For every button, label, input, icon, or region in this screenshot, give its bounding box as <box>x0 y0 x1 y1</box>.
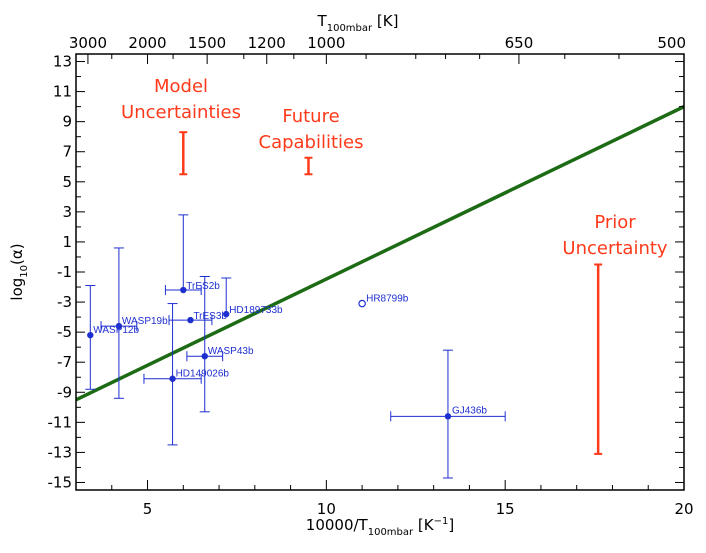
top-axis-title-unit: [K] <box>372 12 398 30</box>
data-label-hd189733b: HD189733b <box>229 305 283 316</box>
data-point-hr8799b <box>358 299 366 308</box>
data-point-hd189733b <box>223 310 230 318</box>
data-point-tres2b <box>180 286 187 294</box>
y-tick-label-8: -3 <box>57 293 72 311</box>
top-axis-title-main: T <box>317 12 328 30</box>
y-tick-label-9: -5 <box>57 323 72 341</box>
y-tick-label-4: 5 <box>62 173 72 191</box>
data-label-hd149026b: HD149026b <box>176 369 230 380</box>
data-label-gj436b: GJ436b <box>452 405 487 416</box>
x-tick-label-20: 20 <box>674 500 693 518</box>
y-axis-title-main: log <box>8 278 26 301</box>
axes-layer <box>75 53 685 491</box>
annotation-text-prior-1: Prior <box>594 212 636 233</box>
plot-layer <box>76 105 684 479</box>
data-label-tres3b: TrES3b <box>193 311 227 322</box>
top-tick-label-1200: 1200 <box>248 34 286 52</box>
x-axis-title-unit-close: ] <box>448 516 454 534</box>
y-tick-label-6: 1 <box>62 233 72 251</box>
x-axis-title-unit-sup: −1 <box>434 516 449 527</box>
data-label-tres2b: TrES2b <box>186 281 220 292</box>
data-point-tres3b <box>187 316 194 324</box>
data-point-wasp43b <box>201 352 208 360</box>
annotation-text-future-1: Future <box>282 106 339 127</box>
x-tick-label-5: 5 <box>143 500 153 518</box>
top-axis-title: T100mbar [K] <box>317 12 399 34</box>
data-point-gj436b <box>444 413 452 420</box>
y-tick-label-7: -1 <box>57 263 72 281</box>
x-axis-title-unit: [K <box>413 516 435 534</box>
model-line <box>76 105 684 402</box>
y-axis-title-arg: (α) <box>8 243 26 265</box>
top-tick-label-500: 500 <box>657 34 686 52</box>
y-tick-label-11: -9 <box>57 383 72 401</box>
y-tick-label-0: 13 <box>53 53 72 71</box>
y-tick-label-3: 7 <box>62 143 72 161</box>
top-axis-title-sub: 100mbar <box>327 23 373 34</box>
annotation-text-prior-2: Uncertainty <box>562 238 668 259</box>
y-axis-title: log10(α) <box>8 243 30 300</box>
y-tick-label-2: 9 <box>62 113 72 131</box>
x-axis-title-main: 10000/T <box>306 516 369 534</box>
data-point-wasp19b <box>115 322 123 330</box>
annotation-text-model-1: Model <box>154 76 208 97</box>
top-tick-label-1500: 1500 <box>188 34 226 52</box>
x-tick-label-10: 10 <box>317 500 336 518</box>
top-tick-label-3000: 3000 <box>69 34 107 52</box>
y-tick-label-12: -11 <box>48 413 73 431</box>
data-point-wasp12b <box>87 331 94 339</box>
top-tick-label-650: 650 <box>505 34 534 52</box>
top-tick-label-1000: 1000 <box>307 34 345 52</box>
y-tick-label-1: 11 <box>53 83 72 101</box>
y-tick-label-14: -15 <box>48 473 73 491</box>
data-point-hd149026b <box>169 375 176 382</box>
y-axis-title-sub: 10 <box>19 265 30 278</box>
data-label-hr8799b: HR8799b <box>366 294 409 305</box>
y-tick-label-13: -13 <box>48 443 73 461</box>
x-axis-title-sub: 100mbar <box>368 527 414 538</box>
annotation-text-future-2: Capabilities <box>259 132 364 153</box>
data-label-wasp12b: WASP12b <box>93 325 139 336</box>
x-axis-title: 10000/T100mbar [K−1] <box>306 516 454 538</box>
top-tick-label-2000: 2000 <box>128 34 166 52</box>
annotation-text-model-2: Uncertainties <box>121 102 241 123</box>
x-tick-label-15: 15 <box>496 500 515 518</box>
data-label-wasp43b: WASP43b <box>208 346 254 357</box>
y-tick-label-5: 3 <box>62 203 72 221</box>
data-label-wasp19b: WASP19b <box>122 316 168 327</box>
y-tick-label-10: -7 <box>57 353 72 371</box>
